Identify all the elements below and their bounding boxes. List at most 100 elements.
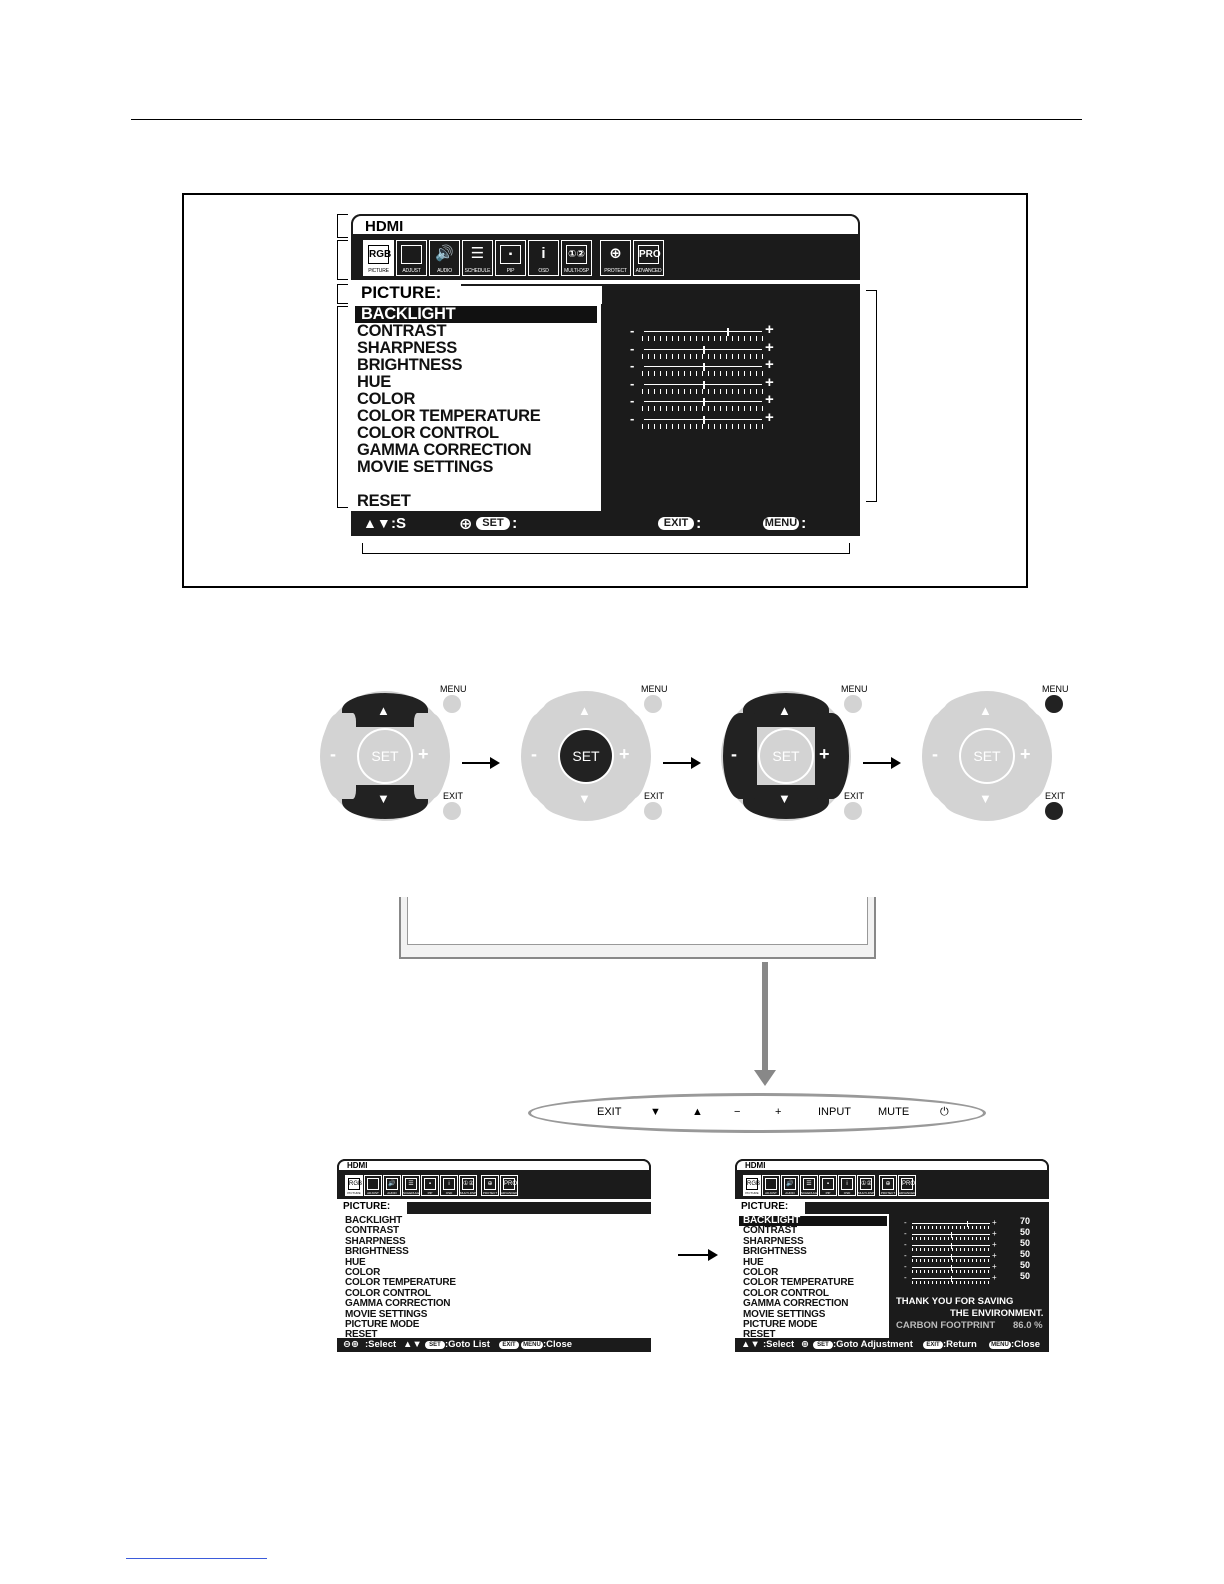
control-bar-6[interactable]: MUTE xyxy=(878,1106,910,1118)
menu-item[interactable]: COLOR CONTROL xyxy=(357,424,499,442)
minus-button[interactable] xyxy=(523,713,557,799)
adjust-icon[interactable]: ADJUST xyxy=(762,1175,780,1196)
slider-brightness[interactable]: -+ xyxy=(630,375,780,395)
menu-item[interactable]: BRIGHTNESS xyxy=(743,1246,807,1258)
plus-button[interactable] xyxy=(615,713,649,799)
schedule-icon[interactable]: ☰SCHEDULE xyxy=(402,1175,420,1196)
slider-color[interactable]: -+ xyxy=(630,410,780,430)
adjust-icon[interactable]: ADJUST xyxy=(396,240,427,276)
control-bar-0[interactable]: EXIT xyxy=(597,1106,622,1118)
menu-item[interactable]: MOVIE SETTINGS xyxy=(357,458,494,476)
control-bar-5[interactable]: INPUT xyxy=(818,1106,851,1118)
down-button[interactable] xyxy=(944,785,1030,819)
menu-item[interactable]: GAMMA CORRECTION xyxy=(743,1298,849,1310)
minus-button[interactable] xyxy=(322,713,356,799)
slider-backlight[interactable]: -+ xyxy=(630,322,780,342)
slider[interactable]: -+ xyxy=(904,1240,1004,1253)
menu-item[interactable]: BACKLIGHT xyxy=(345,1215,403,1226)
menu-item[interactable]: GAMMA CORRECTION xyxy=(345,1298,451,1310)
menu-item[interactable]: BACKLIGHT xyxy=(739,1215,887,1227)
menu-item[interactable]: MOVIE SETTINGS xyxy=(743,1308,826,1320)
menu-item[interactable]: RESET xyxy=(357,492,411,510)
menu-item[interactable]: MOVIE SETTINGS xyxy=(345,1308,428,1320)
minus-button[interactable] xyxy=(924,713,958,799)
adjust-icon[interactable]: ADJUST xyxy=(364,1175,382,1196)
schedule-icon[interactable]: ☰SCHEDULE xyxy=(800,1175,818,1196)
menu-item[interactable]: COLOR TEMPERATURE xyxy=(743,1277,854,1289)
menu-item[interactable]: HUE xyxy=(345,1256,366,1268)
exit-button[interactable] xyxy=(644,802,662,820)
pip-icon[interactable]: ▪PIP xyxy=(421,1175,439,1196)
plus-button[interactable] xyxy=(815,713,849,799)
down-button[interactable] xyxy=(543,785,629,819)
slider-hue[interactable]: -+ xyxy=(630,392,780,412)
slider[interactable]: -+ xyxy=(904,1273,1004,1286)
slider[interactable]: -+ xyxy=(904,1262,1004,1275)
menu-item[interactable]: RESET xyxy=(345,1329,378,1341)
menu-button[interactable] xyxy=(844,695,862,713)
menu-button[interactable] xyxy=(1045,695,1063,713)
menu-item[interactable]: BRIGHTNESS xyxy=(357,356,463,374)
control-bar-1[interactable]: ▼ xyxy=(650,1106,661,1118)
minus-button[interactable] xyxy=(723,713,757,799)
exit-button[interactable] xyxy=(844,802,862,820)
protect-icon[interactable]: ⊕PROTECT xyxy=(879,1175,897,1196)
down-button[interactable] xyxy=(743,785,829,819)
menu-item[interactable]: COLOR xyxy=(357,390,416,408)
menu-item[interactable]: PICTURE MODE xyxy=(345,1319,420,1330)
up-button[interactable] xyxy=(743,693,829,727)
menu-item[interactable]: GAMMA CORRECTION xyxy=(357,441,532,459)
menu-item[interactable]: CONTRAST xyxy=(345,1225,399,1237)
menu-item[interactable]: PICTURE MODE xyxy=(743,1319,818,1330)
slider[interactable]: -+ xyxy=(904,1251,1004,1264)
protect-icon[interactable]: ⊕PROTECT xyxy=(481,1175,499,1196)
set-button[interactable]: SET xyxy=(359,730,411,782)
menu-item[interactable]: CONTRAST xyxy=(357,322,447,340)
slider-contrast[interactable]: -+ xyxy=(630,340,780,360)
menu-item[interactable]: COLOR CONTROL xyxy=(345,1287,431,1299)
pip-icon[interactable]: ▪PIP xyxy=(819,1175,837,1196)
menu-item[interactable]: HUE xyxy=(743,1256,764,1268)
audio-icon[interactable]: 🔊AUDIO xyxy=(429,240,460,276)
exit-button[interactable] xyxy=(443,802,461,820)
audio-icon[interactable]: 🔊AUDIO xyxy=(383,1175,401,1196)
plus-button[interactable] xyxy=(1016,713,1050,799)
menu-item[interactable]: COLOR TEMPERATURE xyxy=(345,1277,456,1289)
up-button[interactable] xyxy=(543,693,629,727)
menu-item[interactable]: RESET xyxy=(743,1329,776,1341)
set-button[interactable]: SET xyxy=(760,730,812,782)
protect-icon[interactable]: ⊕PROTECT xyxy=(600,240,631,276)
menu-item[interactable]: COLOR xyxy=(345,1267,381,1278)
up-button[interactable] xyxy=(342,693,428,727)
menu-item[interactable]: CONTRAST xyxy=(743,1225,797,1237)
menu-item[interactable]: BACKLIGHT xyxy=(355,306,597,323)
control-bar-2[interactable]: ▲ xyxy=(692,1106,703,1118)
menu-item[interactable]: HUE xyxy=(357,373,391,391)
menu-item[interactable]: SHARPNESS xyxy=(357,339,457,357)
set-button[interactable]: SET xyxy=(560,730,612,782)
menu-item[interactable]: BRIGHTNESS xyxy=(345,1246,409,1258)
down-button[interactable] xyxy=(342,785,428,819)
slider[interactable]: -+ xyxy=(904,1229,1004,1242)
menu-item[interactable]: SHARPNESS xyxy=(345,1235,406,1247)
menu-item[interactable]: COLOR TEMPERATURE xyxy=(357,407,541,425)
slider-sharpness[interactable]: -+ xyxy=(630,357,780,377)
exit-button[interactable] xyxy=(1045,802,1063,820)
slider[interactable]: -+ xyxy=(904,1218,1004,1231)
plus-button[interactable] xyxy=(414,713,448,799)
control-bar-7[interactable]: ⏻ xyxy=(940,1106,949,1118)
control-bar-3[interactable]: − xyxy=(734,1106,741,1118)
set-button[interactable]: SET xyxy=(961,730,1013,782)
